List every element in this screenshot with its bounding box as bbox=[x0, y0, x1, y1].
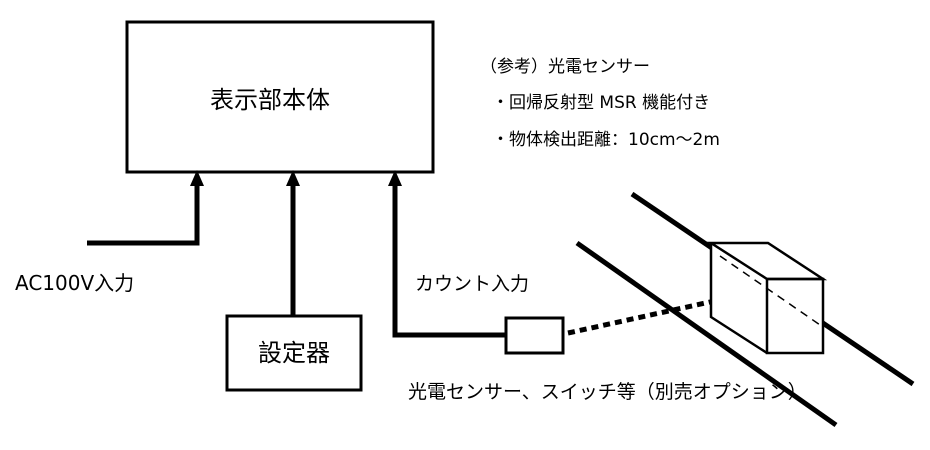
setter-label: 設定器 bbox=[258, 339, 330, 367]
arrowhead-icon bbox=[286, 170, 300, 186]
arrowhead-icon bbox=[190, 170, 204, 186]
main-unit-box bbox=[125, 20, 435, 174]
power-input-line bbox=[87, 176, 200, 246]
count-input-line bbox=[392, 176, 505, 338]
main-unit-label: 表示部本体 bbox=[210, 86, 330, 114]
reference-title: （参考）光電センサー bbox=[480, 57, 650, 77]
arrowhead-icon bbox=[388, 170, 402, 186]
count-input-label: カウント入力 bbox=[415, 273, 529, 295]
setter-box bbox=[225, 314, 363, 392]
power-input-label: AC100V入力 bbox=[15, 271, 134, 295]
conveyor-edge-near bbox=[575, 240, 838, 428]
detected-object bbox=[706, 241, 828, 355]
reference-item: ・物体検出距離：10cm～2m bbox=[492, 130, 720, 150]
sensor-box bbox=[504, 316, 565, 355]
sensor-beam bbox=[567, 294, 734, 336]
reference-item: ・回帰反射型 MSR 機能付き bbox=[492, 93, 710, 113]
sensor-label: 光電センサー、スイッチ等（別売オプション） bbox=[408, 381, 807, 403]
